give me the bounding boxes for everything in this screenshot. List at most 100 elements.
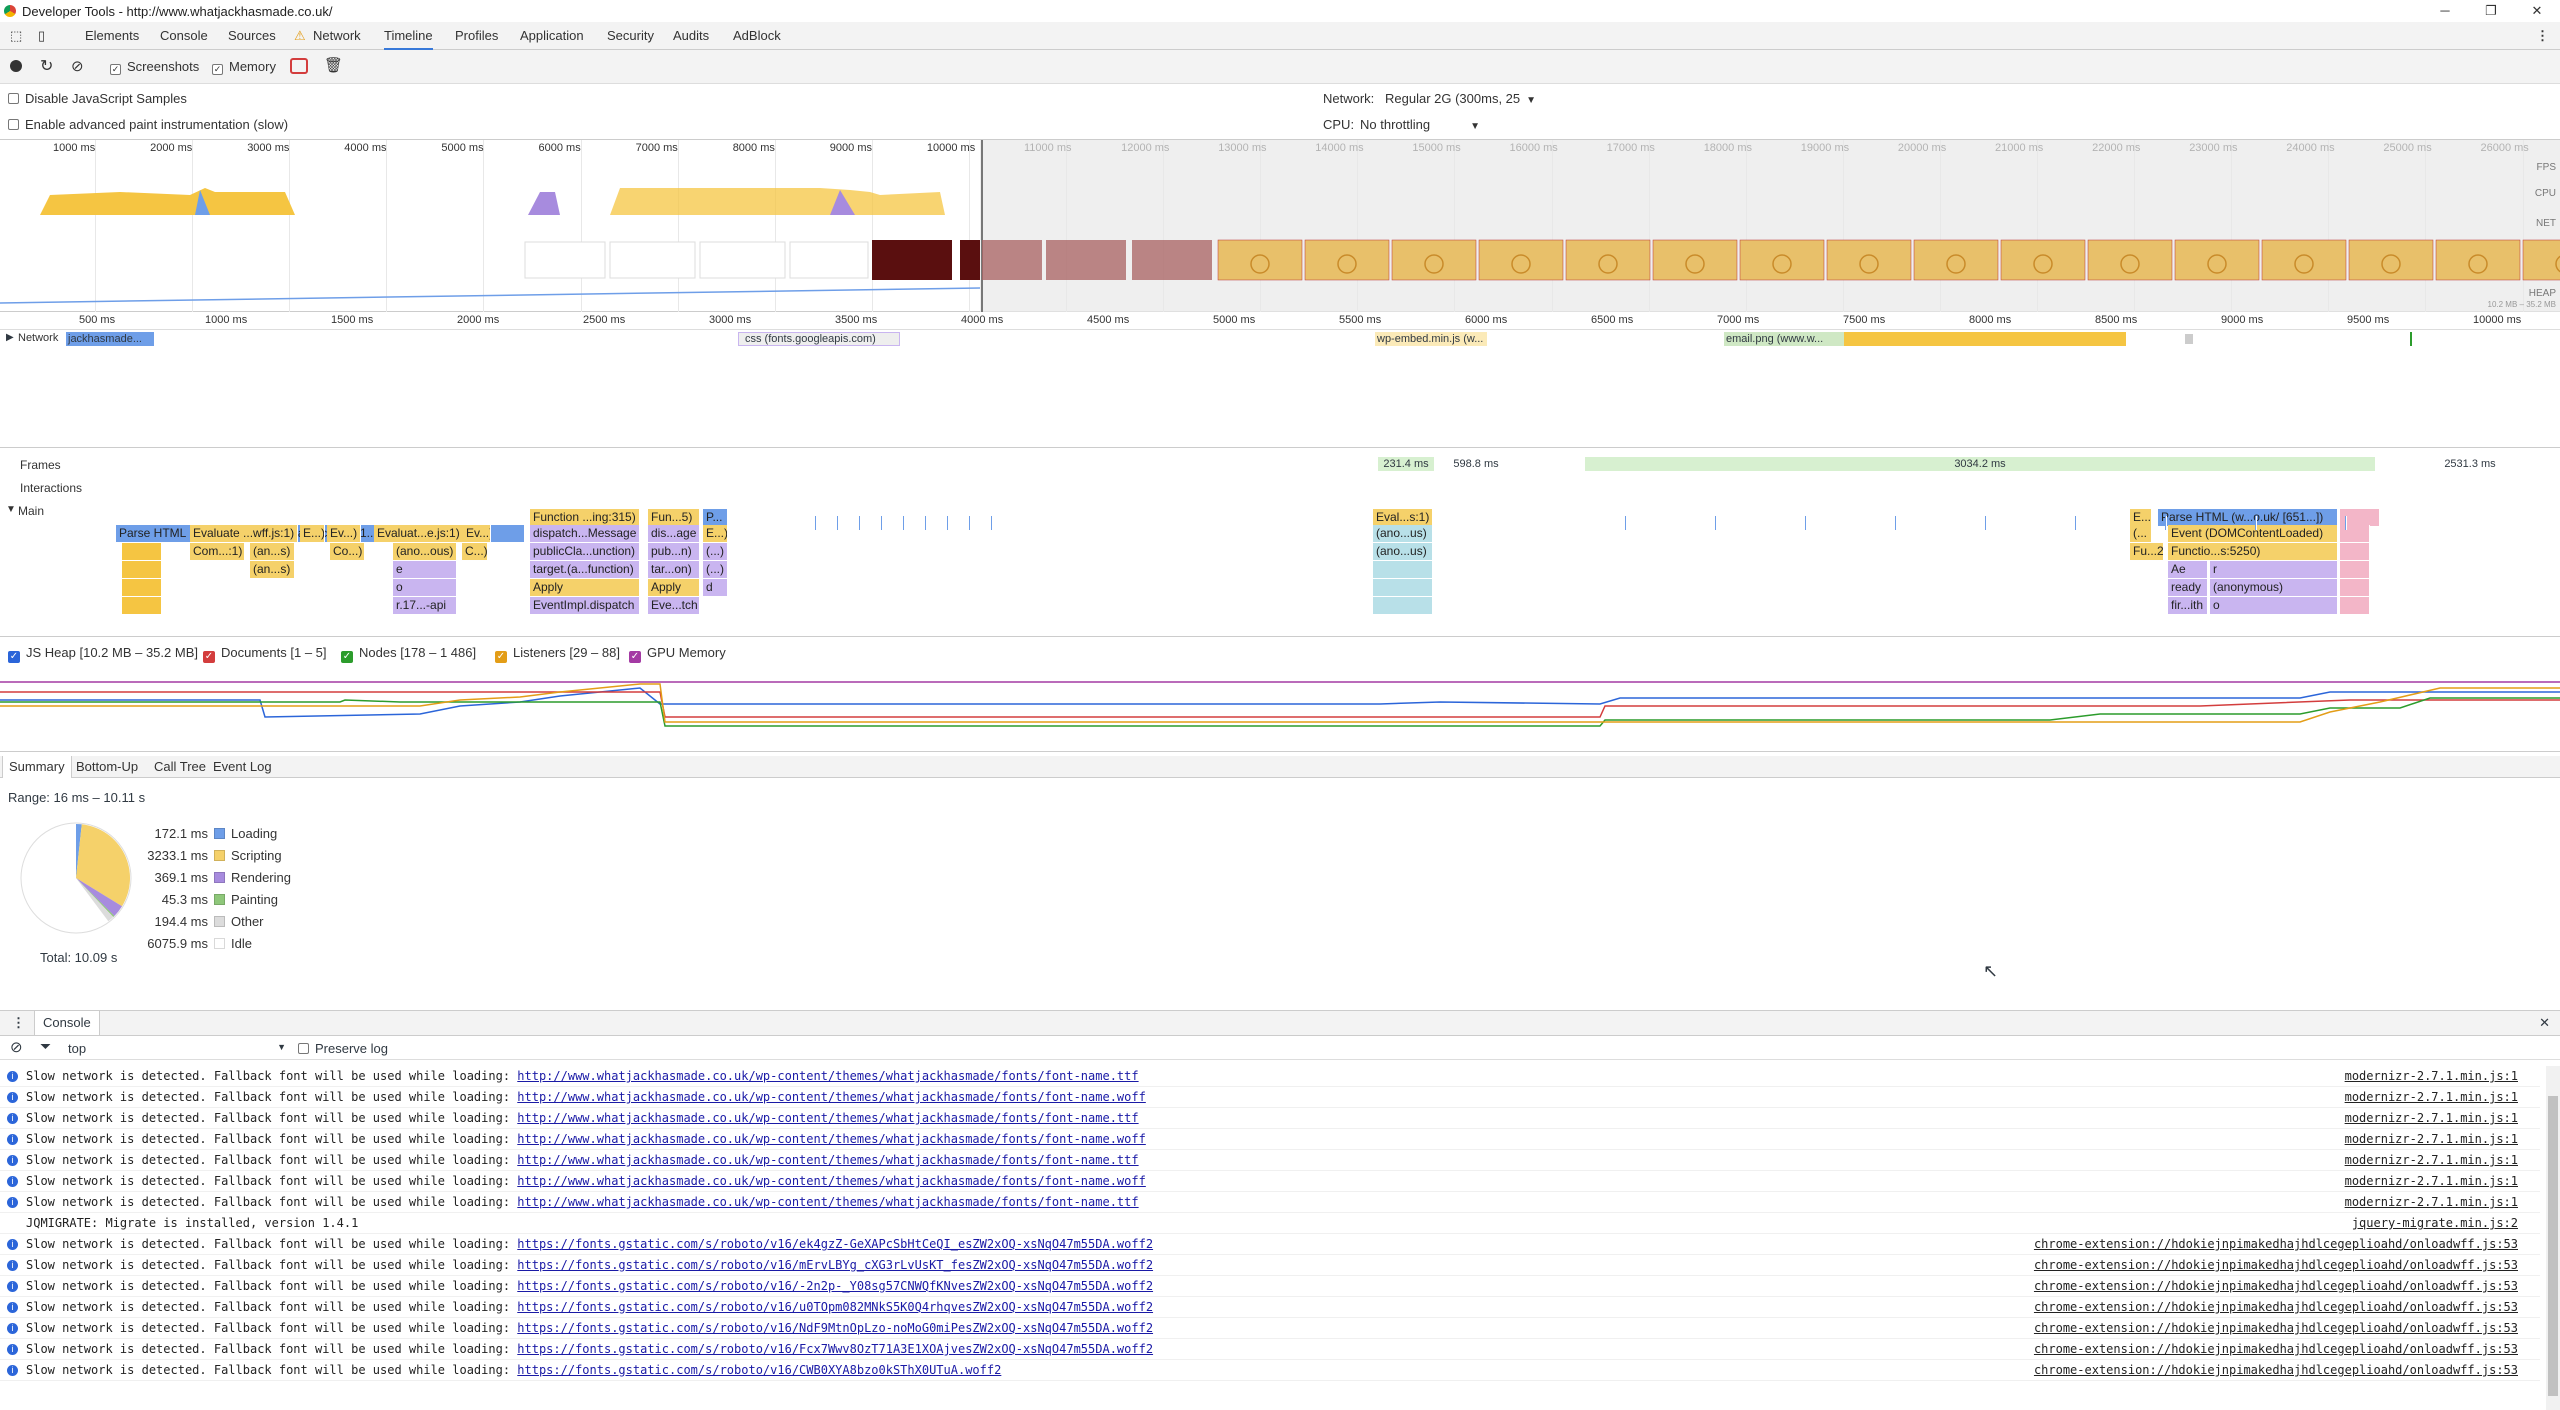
flame-block[interactable]: Com...:1)	[190, 543, 245, 560]
advanced-paint-checkbox[interactable]: Enable advanced paint instrumentation (s…	[8, 117, 288, 132]
message-source-link[interactable]: chrome-extension://hdokiejnpimakedhajhdl…	[2033, 1258, 2518, 1272]
clear-icon[interactable]: ⊘	[71, 58, 84, 75]
console-scrollbar[interactable]	[2546, 1066, 2560, 1410]
tab-security[interactable]: Security	[607, 28, 654, 43]
flame-block[interactable]: (anonymous)	[2210, 579, 2338, 596]
cpu-throttle-select[interactable]: No throttling▼	[1360, 117, 1480, 132]
message-url-link[interactable]: http://www.whatjackhasmade.co.uk/wp-cont…	[517, 1195, 1139, 1209]
message-source-link[interactable]: modernizr-2.7.1.min.js:1	[2344, 1069, 2518, 1083]
frame-time[interactable]: 231.4 ms	[1378, 457, 1434, 471]
flame-block[interactable]: publicCla...unction)	[530, 543, 640, 560]
flame-block[interactable]	[122, 597, 162, 614]
tab-timeline[interactable]: Timeline	[384, 22, 433, 50]
network-request-bar[interactable]	[1844, 332, 2126, 346]
flame-block[interactable]: ready	[2168, 579, 2208, 596]
message-source-link[interactable]: jquery-migrate.min.js:2	[2351, 1216, 2518, 1230]
flame-block[interactable]	[1373, 597, 1433, 614]
flame-block[interactable]: (...	[2130, 525, 2152, 542]
clear-console-icon[interactable]: ⊘	[10, 1039, 23, 1056]
flame-block[interactable]: E...	[2130, 509, 2152, 526]
flame-block[interactable]: dis...age	[648, 525, 700, 542]
message-source-link[interactable]: chrome-extension://hdokiejnpimakedhajhdl…	[2033, 1237, 2518, 1251]
message-url-link[interactable]: http://www.whatjackhasmade.co.uk/wp-cont…	[517, 1132, 1146, 1146]
collapse-triangle-icon[interactable]: ▼	[6, 504, 16, 515]
flame-block[interactable]: (an...s)	[250, 561, 295, 578]
message-url-link[interactable]: http://www.whatjackhasmade.co.uk/wp-cont…	[517, 1069, 1139, 1083]
counter-listeners[interactable]: ✓Listeners [29 – 88]	[495, 645, 620, 663]
flame-block[interactable]: Ae	[2168, 561, 2208, 578]
network-request[interactable]: wp-embed.min.js (w...	[1375, 332, 1487, 346]
tab-profiles[interactable]: Profiles	[455, 28, 499, 43]
flame-block[interactable]: (...)	[703, 543, 728, 560]
tab-bottom-up[interactable]: Bottom-Up	[76, 759, 139, 774]
network-request[interactable]: email.png (www.w...	[1724, 332, 1844, 346]
counter-nodes[interactable]: ✓Nodes [178 – 1 486]	[341, 645, 476, 663]
flame-block[interactable]: fir...ith	[2168, 597, 2208, 614]
flame-block[interactable]: o	[2210, 597, 2338, 614]
flame-block[interactable]: P...	[703, 509, 728, 526]
counter-gpu-memory[interactable]: ✓GPU Memory	[629, 645, 726, 663]
flame-block[interactable]: (...)	[703, 561, 728, 578]
flame-block[interactable]: Functio...s:5250)	[2168, 543, 2338, 560]
tab-sources[interactable]: Sources	[228, 28, 276, 43]
flame-block[interactable]	[2340, 543, 2370, 560]
console-scroll-thumb[interactable]	[2548, 1096, 2558, 1396]
flame-block[interactable]: (ano...ous)	[393, 543, 457, 560]
network-throttle-select[interactable]: Regular 2G (300ms, 25▼	[1385, 91, 1536, 106]
message-url-link[interactable]: https://fonts.gstatic.com/s/roboto/v16/-…	[517, 1279, 1154, 1293]
flame-block[interactable]: r.17...-api	[393, 597, 457, 614]
collect-garbage-icon[interactable]	[290, 58, 308, 74]
flame-block[interactable]: Ev...)	[327, 525, 361, 542]
device-mode-icon[interactable]: ▯	[38, 28, 46, 43]
flame-block[interactable]: Evaluat...e.js:1)	[374, 525, 464, 542]
expand-triangle-icon[interactable]: ▶	[6, 332, 14, 343]
flame-block[interactable]: E...)	[300, 525, 325, 542]
message-url-link[interactable]: https://fonts.gstatic.com/s/roboto/v16/F…	[517, 1342, 1154, 1356]
trash-icon[interactable]: 🗑	[324, 57, 344, 74]
maximize-button[interactable]: ❐	[2485, 3, 2497, 18]
network-request[interactable]: jackhasmade...	[66, 332, 154, 346]
message-source-link[interactable]: modernizr-2.7.1.min.js:1	[2344, 1111, 2518, 1125]
close-drawer-icon[interactable]: ✕	[2539, 1015, 2550, 1030]
message-url-link[interactable]: https://fonts.gstatic.com/s/roboto/v16/e…	[517, 1237, 1154, 1251]
message-source-link[interactable]: modernizr-2.7.1.min.js:1	[2344, 1195, 2518, 1209]
flame-block[interactable]: Function ...ing:315)	[530, 509, 640, 526]
message-source-link[interactable]: chrome-extension://hdokiejnpimakedhajhdl…	[2033, 1321, 2518, 1335]
network-request-bar[interactable]	[2410, 332, 2412, 346]
flame-block[interactable]: pub...n)	[648, 543, 700, 560]
more-options-icon[interactable]: ⋮	[2536, 28, 2549, 43]
drawer-menu-icon[interactable]: ⋮	[12, 1015, 25, 1030]
frame-time[interactable]: 3034.2 ms	[1585, 457, 2375, 471]
message-url-link[interactable]: https://fonts.gstatic.com/s/roboto/v16/u…	[517, 1300, 1154, 1314]
tab-elements[interactable]: Elements	[85, 28, 140, 43]
message-url-link[interactable]: http://www.whatjackhasmade.co.uk/wp-cont…	[517, 1111, 1139, 1125]
record-icon[interactable]	[10, 60, 22, 72]
inspect-element-icon[interactable]: ⬚	[10, 28, 23, 43]
flame-block[interactable]: Co...)	[330, 543, 365, 560]
flame-block[interactable]: E...)	[703, 525, 728, 542]
frame-time[interactable]: 2531.3 ms	[2390, 457, 2550, 471]
flame-block[interactable]	[2340, 597, 2370, 614]
tab-call-tree[interactable]: Call Tree	[154, 759, 207, 774]
flame-block[interactable]: Fu...2)	[2130, 543, 2164, 560]
message-url-link[interactable]: http://www.whatjackhasmade.co.uk/wp-cont…	[517, 1090, 1146, 1104]
message-source-link[interactable]: modernizr-2.7.1.min.js:1	[2344, 1153, 2518, 1167]
message-source-link[interactable]: modernizr-2.7.1.min.js:1	[2344, 1174, 2518, 1188]
tab-drawer-console[interactable]: Console	[34, 1011, 100, 1035]
flame-block[interactable]	[122, 543, 162, 560]
flame-block[interactable]: Fun...5)	[648, 509, 700, 526]
network-request[interactable]: css (fonts.googleapis.com)	[738, 332, 900, 346]
flame-block[interactable]: C...)	[462, 543, 488, 560]
flame-block[interactable]: Event (DOMContentLoaded)	[2168, 525, 2338, 542]
flame-block[interactable]: Ev...)	[463, 525, 491, 542]
flame-block[interactable]: Apply	[530, 579, 640, 596]
flame-block[interactable]	[2340, 509, 2380, 526]
tab-console[interactable]: Console	[160, 28, 208, 43]
flame-block[interactable]: o	[393, 579, 457, 596]
flame-block[interactable]: Evaluate ...wff.js:1)	[190, 525, 298, 542]
minimize-button[interactable]: ─	[2440, 3, 2450, 18]
tab-application[interactable]: Application	[520, 28, 584, 43]
message-source-link[interactable]: chrome-extension://hdokiejnpimakedhajhdl…	[2033, 1300, 2518, 1314]
message-url-link[interactable]: https://fonts.gstatic.com/s/roboto/v16/N…	[517, 1321, 1154, 1335]
flame-block[interactable]: (ano...us)	[1373, 543, 1433, 560]
